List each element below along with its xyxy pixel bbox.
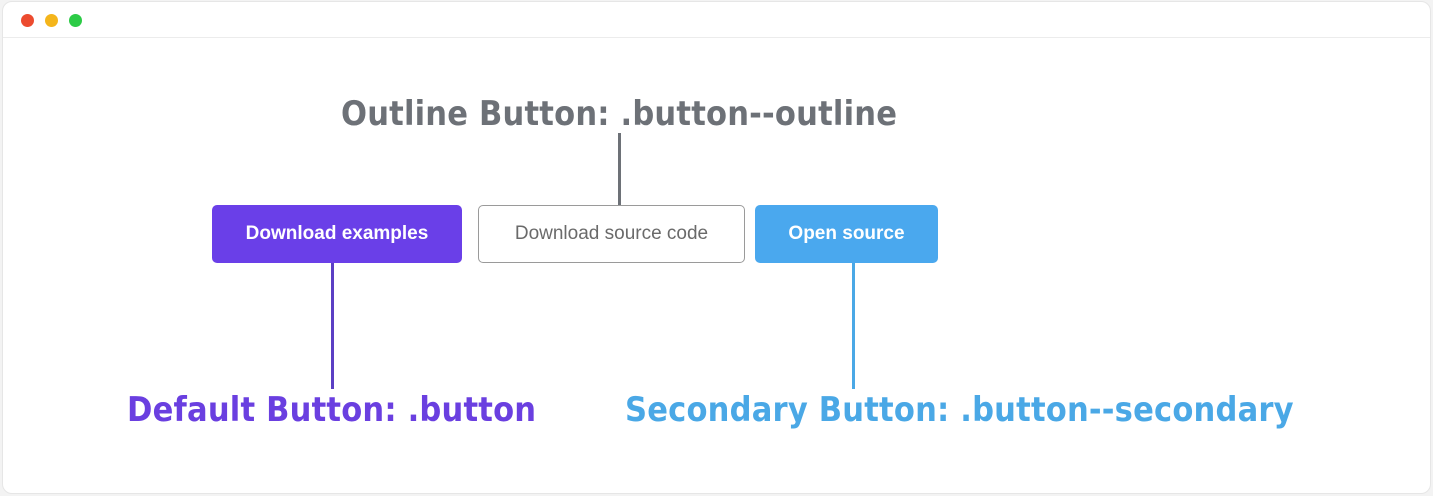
outline-connector-line — [618, 133, 621, 209]
secondary-connector-line — [852, 263, 855, 389]
default-connector-line — [331, 263, 334, 389]
window-titlebar — [3, 2, 1430, 38]
download-source-code-button[interactable]: Download source code — [478, 205, 745, 263]
minimize-window-dot[interactable] — [45, 14, 58, 27]
outline-button-annotation: Outline Button: .button--outline — [341, 94, 898, 134]
open-source-button[interactable]: Open source — [755, 205, 938, 263]
secondary-button-annotation: Secondary Button: .button--secondary — [625, 390, 1294, 430]
close-window-dot[interactable] — [21, 14, 34, 27]
default-button-annotation: Default Button: .button — [127, 390, 537, 430]
maximize-window-dot[interactable] — [69, 14, 82, 27]
download-examples-button[interactable]: Download examples — [212, 205, 462, 263]
